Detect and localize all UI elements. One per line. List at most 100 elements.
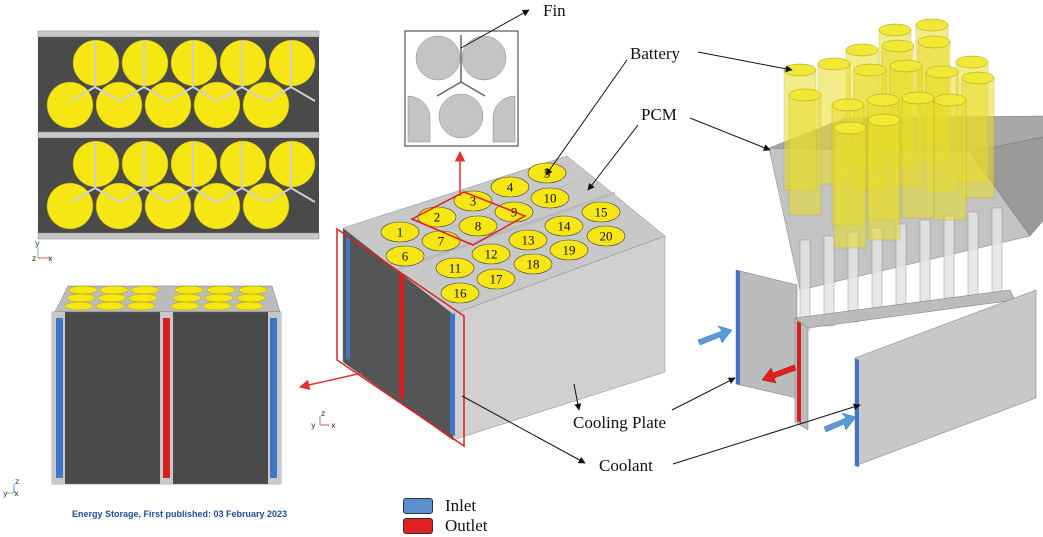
top-view-fins: [70, 41, 316, 203]
cell-number: 10: [544, 191, 557, 206]
battery-cell-top: [128, 293, 158, 303]
inlet-flow-arrow: [823, 412, 857, 433]
battery-cylinder-top: [889, 59, 923, 73]
pcm-label: PCM: [641, 105, 677, 124]
inlet-flow-arrow: [697, 325, 733, 346]
exploded-view: [697, 18, 1043, 467]
cell-number: 15: [595, 205, 608, 220]
battery-cell-top: [64, 301, 94, 311]
battery-cylinder-top: [917, 35, 951, 49]
fin: [217, 41, 267, 102]
fin: [119, 142, 169, 203]
fin-inset-cells: [407, 35, 516, 143]
battery-cell-top: [68, 285, 98, 295]
inset-cell: [438, 93, 484, 139]
legend-swatch-inlet: [403, 498, 433, 514]
battery-cell-top: [174, 285, 204, 295]
to-side-view-arrow: [298, 372, 363, 391]
battery-cell: [242, 81, 290, 129]
battery-cylinder-top: [853, 63, 887, 77]
credit-line: Energy Storage, First published: 03 Febr…: [72, 509, 288, 519]
cell-number: 6: [402, 249, 409, 264]
battery-cell-top: [126, 301, 156, 311]
isometric-module: 1234567891011121314151617181920 z x y: [311, 155, 666, 448]
battery-cell: [46, 81, 94, 129]
cooling-plate-label: Cooling Plate: [573, 413, 666, 432]
axis-triad-top: y z x: [32, 239, 53, 263]
battery-cell-top: [458, 215, 498, 237]
cell-number: 19: [563, 243, 576, 258]
fin-detail-inset: Fin: [404, 1, 566, 147]
battery-cell-top: [435, 257, 475, 279]
battery-cell-top: [130, 285, 160, 295]
battery-cell-top: [440, 282, 480, 304]
legend-label: Inlet: [445, 496, 477, 515]
inlet-channel: [56, 318, 63, 478]
battery-cell-top: [417, 206, 457, 228]
iso-cells: 1234567891011121314151617181920: [380, 162, 626, 304]
fin-slot: [871, 227, 883, 319]
battery-cell-top: [380, 221, 420, 243]
battery-cell-top: [549, 239, 589, 261]
axis-label: x: [48, 254, 53, 263]
battery-cylinder-top: [878, 23, 912, 37]
battery-cell-top: [471, 243, 511, 265]
outlet-flow-arrow: [761, 364, 797, 384]
battery-cell-top: [385, 245, 425, 267]
legend-swatch-outlet: [403, 518, 433, 534]
fin: [266, 41, 316, 102]
battery-cylinder: [833, 127, 867, 249]
axis-label: z: [32, 254, 36, 263]
battery-cell-top: [204, 293, 234, 303]
cell-number: 13: [522, 233, 535, 248]
legend-outlet: Outlet: [403, 516, 488, 536]
fin-slot: [919, 219, 931, 311]
battery-cell-top: [172, 293, 202, 303]
fin-slot: [943, 215, 955, 307]
fin: [168, 142, 218, 203]
battery-cylinder-top: [831, 98, 865, 112]
inset-cell: [415, 35, 461, 81]
battery-cylinder-top: [901, 91, 935, 105]
battery-cylinder-top: [817, 57, 851, 71]
axis-label: z: [15, 477, 19, 486]
coolant-label: Coolant: [599, 456, 653, 475]
battery-cylinder-top: [915, 18, 949, 32]
battery-cell-top: [236, 293, 266, 303]
battery-cell-top: [586, 225, 626, 247]
axis-triad-side: z y x: [3, 477, 19, 498]
battery-cylinder: [961, 77, 995, 199]
side-view-cells: [64, 285, 268, 311]
battery-cell-top: [490, 176, 530, 198]
inset-cell: [461, 35, 507, 81]
axis-triad-iso: z x y: [311, 409, 336, 430]
exploded-cells: [783, 18, 995, 249]
battery-cylinder-top: [881, 39, 915, 53]
battery-cylinder-top: [961, 71, 995, 85]
battery-cylinder-top: [925, 65, 959, 79]
battery-cell-top: [544, 215, 584, 237]
fin-slot: [991, 207, 1003, 299]
fin: [266, 142, 316, 203]
axis-label: y: [311, 421, 316, 430]
battery-label: Battery: [630, 44, 681, 63]
battery-cylinder-top: [845, 43, 879, 57]
battery-cylinder-top: [955, 55, 989, 69]
fin-slot: [823, 235, 835, 327]
side-view-panel: z y x: [3, 285, 282, 498]
battery-cell-top: [66, 293, 96, 303]
cooling-plate: [794, 317, 809, 431]
battery-cylinder-top: [833, 121, 867, 135]
battery-cell-top: [530, 187, 570, 209]
battery-cell: [193, 182, 241, 230]
cell-number: 8: [475, 219, 482, 234]
top-view-panel: y z x: [32, 30, 320, 263]
fin-slot: [967, 211, 979, 303]
battery-cell-top: [513, 253, 553, 275]
fin-label: Fin: [543, 1, 566, 20]
battery-cylinder: [788, 94, 822, 216]
axis-label: y: [35, 239, 40, 248]
battery-cell-top: [170, 301, 200, 311]
cell-number: 4: [507, 180, 514, 195]
